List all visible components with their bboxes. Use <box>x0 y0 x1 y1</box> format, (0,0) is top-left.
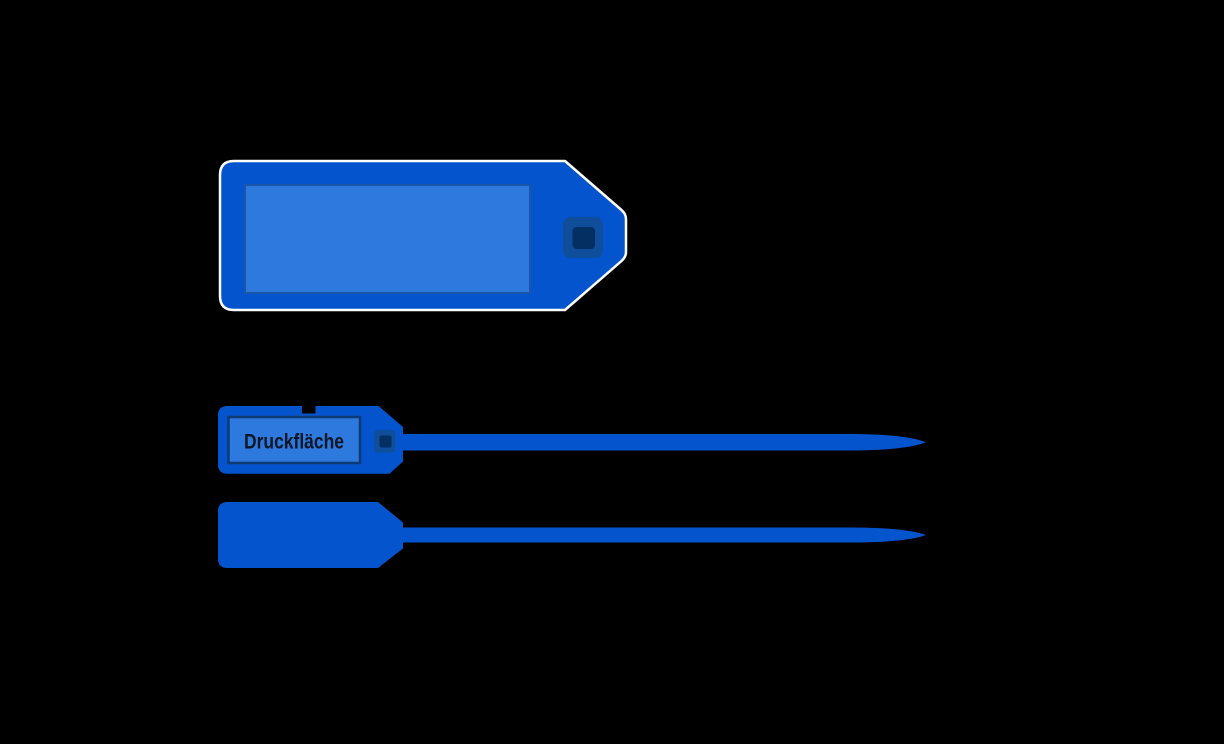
labeled-seal-print-area <box>227 415 362 465</box>
plain-seal-head <box>218 502 403 568</box>
print-area-label: Druckfläche <box>244 430 344 454</box>
labeled-seal-hole-core <box>379 435 392 448</box>
labeled-seal-tail <box>401 434 926 451</box>
large-tag-print-area <box>244 184 531 294</box>
labeled-seal-top-notch <box>302 404 316 414</box>
large-seal-tag <box>218 159 628 312</box>
labeled-seal: Druckfläche <box>218 404 926 474</box>
plain-seal <box>218 502 926 568</box>
plain-seal-tail <box>401 527 926 543</box>
large-tag-hole-core <box>572 227 595 249</box>
